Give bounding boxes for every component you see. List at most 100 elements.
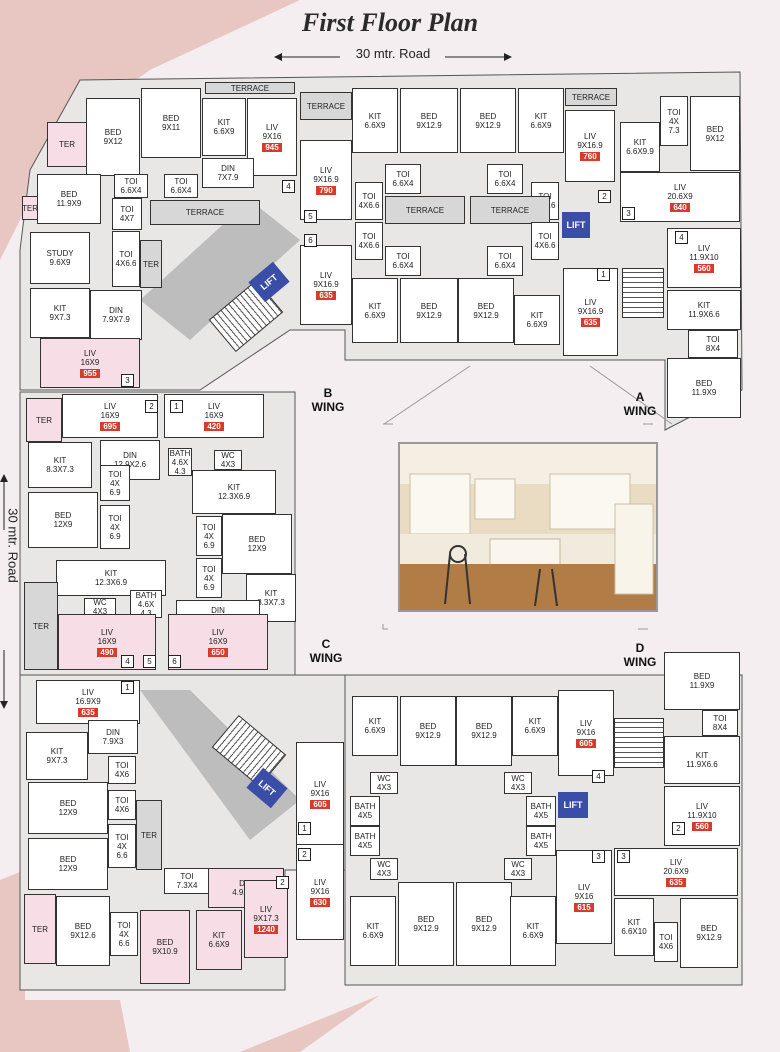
room-name: LIV xyxy=(313,779,326,789)
area-badge: 760 xyxy=(580,151,600,161)
room-size: 9X12.9 xyxy=(696,933,722,942)
area-badge: 955 xyxy=(80,368,100,378)
room-size: 6.6X9 xyxy=(213,127,235,136)
room-name: TOI xyxy=(498,252,512,261)
room-name: TERRACE xyxy=(571,92,611,102)
room-name: TOI xyxy=(174,177,188,186)
room-size: 9X16.9 xyxy=(313,174,339,184)
area-badge: 945 xyxy=(262,142,282,152)
room-size: 6.6X9 xyxy=(208,940,230,949)
room-name: KIT xyxy=(627,918,641,927)
room-size: 4X3 xyxy=(220,460,236,469)
room-size: 4X 6.9 xyxy=(203,573,215,592)
room-size: 6.6X10 xyxy=(621,927,647,936)
area-badge: 490 xyxy=(97,647,117,657)
room-name: WC xyxy=(511,774,525,783)
room-name: BED xyxy=(693,672,711,681)
room-size: 16X9 xyxy=(100,410,120,420)
room-name: KIT xyxy=(368,111,382,121)
room-size: 9X12 xyxy=(103,137,123,146)
room-name: TOI xyxy=(713,714,727,723)
room-name: KIT xyxy=(695,751,709,760)
room-size: 6.6X4 xyxy=(170,186,192,195)
room-name: LIV xyxy=(259,904,272,914)
room-name: KIT xyxy=(633,138,647,147)
room-size: 11.9X9 xyxy=(689,681,715,690)
room-size: 8.3X7.3 xyxy=(257,598,285,607)
room-name: LIV xyxy=(103,401,116,411)
room-size: 16.9X9 xyxy=(75,696,101,706)
room-size: 4.6X 4.3 xyxy=(171,457,189,476)
room-size: 6.6X9 xyxy=(530,120,552,130)
room-name: TOI xyxy=(362,232,376,241)
room-size: 9X16.9 xyxy=(313,279,339,289)
room-name: LIV xyxy=(313,877,326,887)
room-name: BATH xyxy=(135,590,157,600)
area-badge: 640 xyxy=(670,202,690,212)
room-size: 9X12.9 xyxy=(413,924,439,933)
room-name: TER xyxy=(22,203,38,213)
room-size: 6.6X4 xyxy=(392,261,414,270)
room-name: TER xyxy=(141,830,157,840)
room-name: KIT xyxy=(217,118,231,127)
room-ter: TER xyxy=(47,122,87,167)
room-size: 4X 6.9 xyxy=(109,478,121,497)
room-name: LIV xyxy=(81,687,94,697)
room-size: 4X 6.6 xyxy=(118,929,130,948)
room-name: WC xyxy=(93,598,107,607)
room-name: TOI xyxy=(396,170,410,179)
room-terrace: TERRACE xyxy=(565,88,617,106)
room-name: LIV xyxy=(583,131,596,141)
room-name: LIV xyxy=(319,165,332,175)
room-size: 9X16.9 xyxy=(577,140,603,150)
room-name: STUDY xyxy=(46,249,74,258)
room-name: BED xyxy=(59,855,77,864)
room-name: KIT xyxy=(526,922,540,931)
room-name: TOI xyxy=(115,761,129,770)
room-name: BATH xyxy=(354,802,376,811)
room-name: LIV xyxy=(207,401,220,411)
room-name: TOI xyxy=(498,170,512,179)
room-size: 4X3 xyxy=(92,607,108,616)
room-name: LIV xyxy=(695,801,708,811)
room-size: 4X6.6 xyxy=(358,241,380,250)
room-size: 6.6X9 xyxy=(364,310,386,320)
room-name: BATH xyxy=(530,832,552,841)
area-badge: 635 xyxy=(580,317,601,327)
room-size: 7X7.9 xyxy=(217,173,239,182)
room-name: TOI xyxy=(180,872,194,881)
wing-c-label: C WING xyxy=(309,637,343,665)
room-size: 7.9X3 xyxy=(102,737,124,746)
room-name: BED xyxy=(475,915,493,924)
room-name: TOI xyxy=(202,522,216,532)
room-name: LIV xyxy=(211,627,224,637)
room-size: 6.6X4 xyxy=(494,261,516,270)
room-ter: TER xyxy=(24,894,56,964)
room-name: TOI xyxy=(120,205,134,214)
room-size: 16X9 xyxy=(208,636,228,646)
staircase xyxy=(622,268,664,318)
room-size: 16X9 xyxy=(204,410,224,420)
room-name: TOI xyxy=(659,933,673,942)
page-title: First Floor Plan xyxy=(301,8,479,37)
room-size: 9X12.9 xyxy=(415,731,441,740)
room-size: 9X16 xyxy=(576,727,596,737)
room-name: TOI xyxy=(667,107,681,117)
room-name: BED xyxy=(695,379,713,388)
room-size: 4X 6.9 xyxy=(109,522,121,541)
